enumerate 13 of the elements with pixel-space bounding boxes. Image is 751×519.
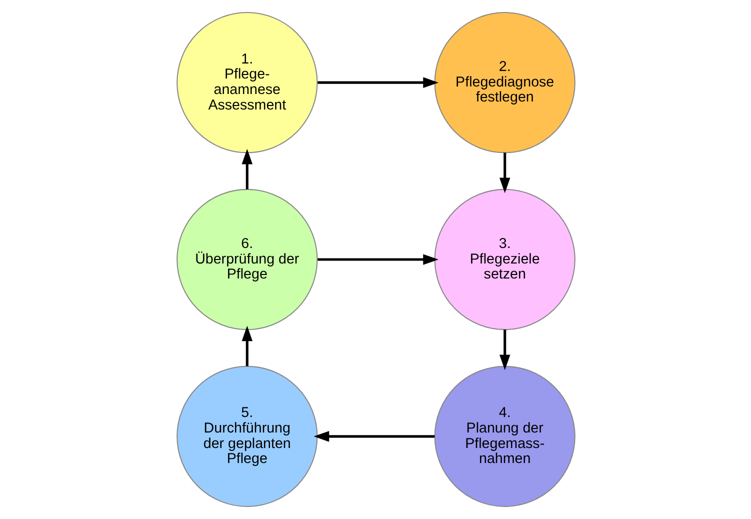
node-circle: 2. Pflegediagnose festlegen bbox=[434, 12, 575, 154]
arrow bbox=[313, 431, 434, 442]
node-circle: 1. Pflege- anamnese Assessment bbox=[176, 12, 318, 154]
arrow bbox=[498, 330, 510, 370]
arrow bbox=[317, 254, 438, 265]
node-circle: 5. Durchführung der geplanten Pflege bbox=[176, 366, 318, 507]
arrow bbox=[498, 152, 510, 194]
arrow bbox=[241, 148, 252, 190]
arrow bbox=[317, 77, 438, 88]
node-circle: 6. Überprüfung der Pflege bbox=[176, 188, 318, 330]
node-circle: 4. Planung der Pflegemass- nahmen bbox=[434, 366, 575, 507]
arrow bbox=[241, 326, 252, 366]
node-circle: 3. Pflegeziele setzen bbox=[434, 188, 575, 330]
